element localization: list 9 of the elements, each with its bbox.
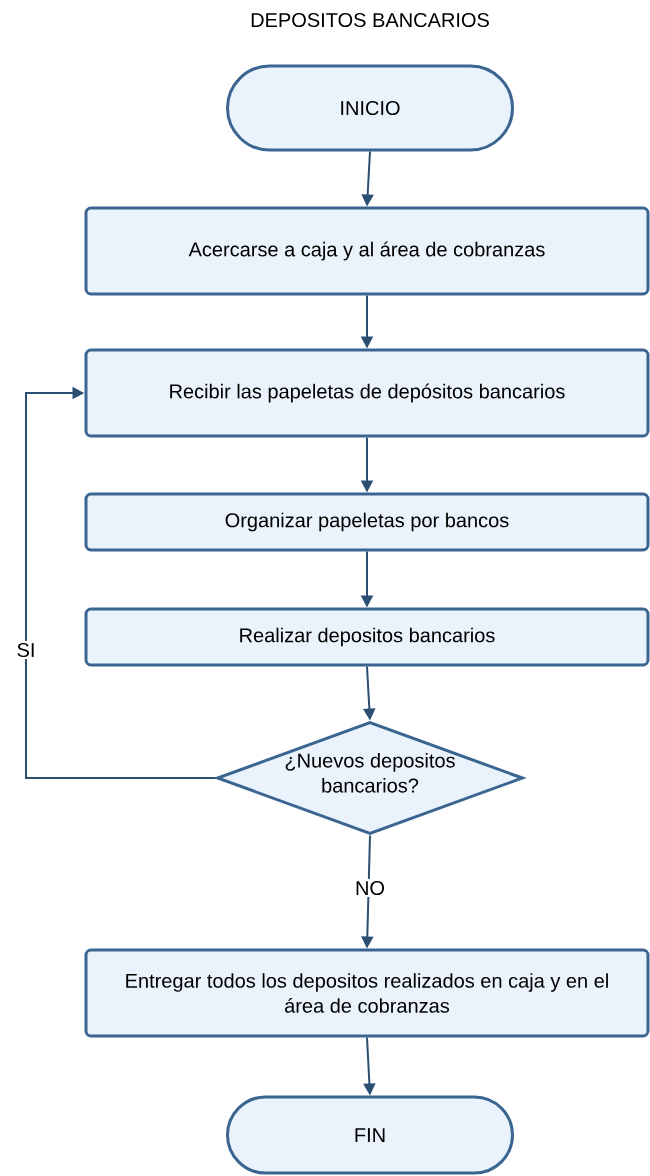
title: DEPOSITOS BANCARIOS (251, 12, 489, 28)
process-box: Realizar depositos bancarios (84, 607, 650, 667)
process-box: Entregar todos los depositos realizados en caja y en el área de cobranzas (84, 948, 650, 1038)
process-box: Acercarse a caja y al área de cobranzas (84, 206, 650, 296)
process-box: Recibir las papeletas de depósitos bancarios (84, 348, 650, 438)
edge-label: NO (353, 878, 387, 898)
process-box: Organizar papeletas por bancos (84, 492, 650, 552)
edge-label: SI (14, 640, 38, 660)
arrow (25, 386, 217, 779)
